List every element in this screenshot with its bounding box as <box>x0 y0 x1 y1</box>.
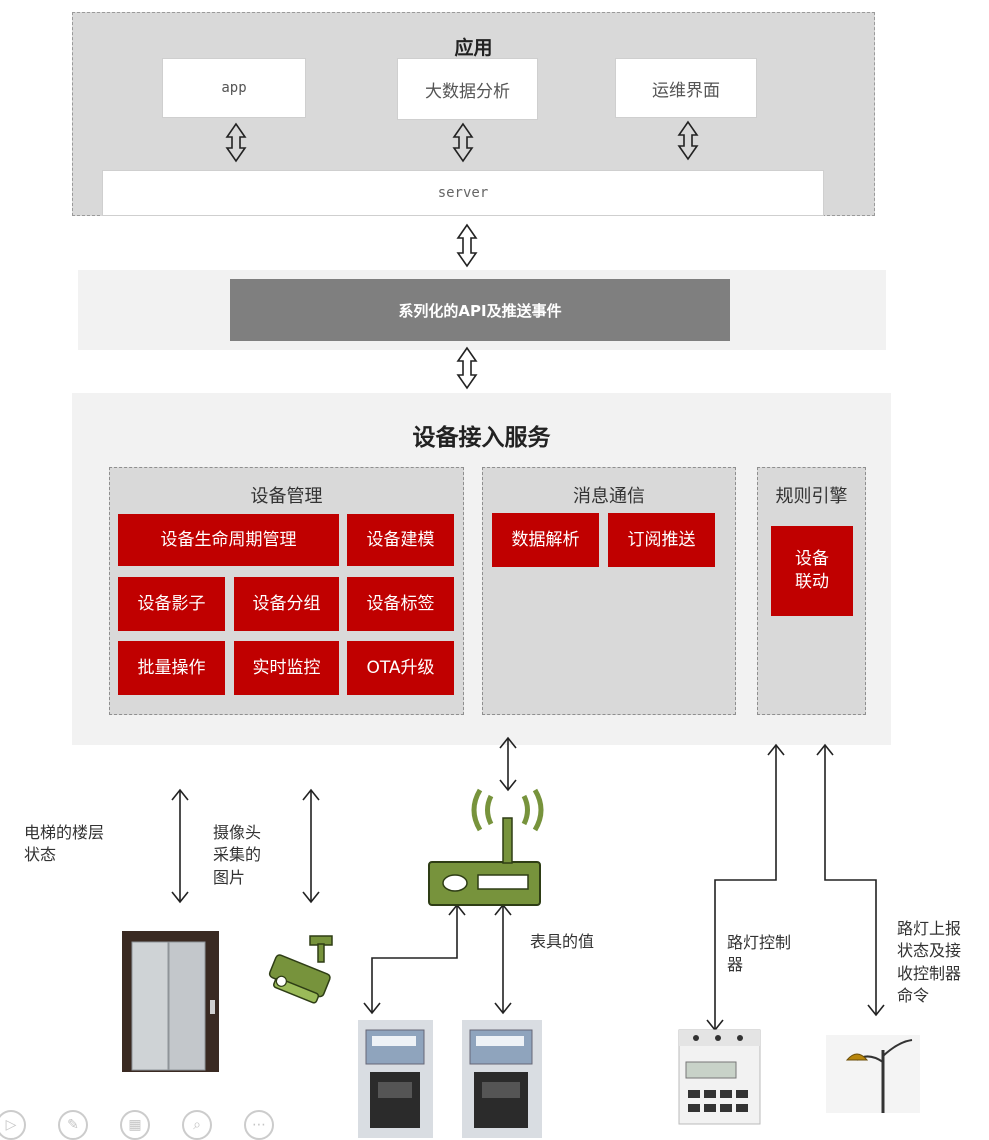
camera-label: 摄像头 采集的 图片 <box>213 823 262 887</box>
bidirectional-arrow-icon <box>456 223 478 268</box>
more-icon[interactable]: ⋯ <box>244 1110 274 1140</box>
street-lamp-icon <box>826 1035 920 1113</box>
meter-label: 表具的值 <box>530 932 595 951</box>
realtime-monitor-tag: 实时监控 <box>234 641 339 695</box>
rule-engine-title: 规则引擎 <box>775 486 848 507</box>
elevator-arrow <box>171 788 189 904</box>
device-group-tag: 设备分组 <box>234 577 339 631</box>
bidirectional-arrow-icon <box>456 346 478 390</box>
streetlight-label: 路灯上报 状态及接 收控制器 命令 <box>897 919 962 1006</box>
bidirectional-arrow-icon <box>225 122 247 163</box>
zoom-icon[interactable]: ⌕ <box>182 1110 212 1140</box>
bigdata-box: 大数据分析 <box>397 58 538 120</box>
api-events-bar: 系列化的API及推送事件 <box>230 279 730 341</box>
subscribe-push-tag: 订阅推送 <box>608 513 715 567</box>
slides-icon[interactable]: ▦ <box>120 1110 150 1140</box>
router-arrow <box>499 736 517 792</box>
meter1-arrow <box>363 903 466 1015</box>
server-box: server <box>102 170 824 216</box>
batch-operation-tag: 批量操作 <box>118 641 225 695</box>
ota-upgrade-tag: OTA升级 <box>347 641 454 695</box>
meter2-arrow <box>494 903 512 1015</box>
device-label-tag: 设备标签 <box>347 577 454 631</box>
timer-controller-icon <box>678 1029 761 1125</box>
router-icon <box>428 788 544 906</box>
device-modeling-tag: 设备建模 <box>347 514 454 566</box>
device-shadow-tag: 设备影子 <box>118 577 225 631</box>
meter-icon <box>358 1020 433 1138</box>
camera-icon <box>268 935 333 1004</box>
bidirectional-arrow-icon <box>677 120 699 161</box>
meter-icon <box>462 1020 542 1138</box>
camera-arrow <box>302 788 320 904</box>
application-layer-title: 应用 <box>454 37 493 59</box>
pen-icon[interactable]: ✎ <box>58 1110 88 1140</box>
app-box: app <box>162 58 306 118</box>
lifecycle-mgmt-tag: 设备生命周期管理 <box>118 514 339 566</box>
messaging-panel: 消息通信 <box>482 467 736 715</box>
elevator-label: 电梯的楼层 状态 <box>24 823 105 865</box>
data-parse-tag: 数据解析 <box>492 513 599 567</box>
ops-ui-box: 运维界面 <box>615 58 757 118</box>
controller-arrow <box>706 743 785 1032</box>
messaging-title: 消息通信 <box>573 486 645 507</box>
streetlight-arrow <box>816 743 885 1017</box>
bidirectional-arrow-icon <box>452 122 474 163</box>
elevator-icon <box>122 931 219 1072</box>
device-access-service-title: 设备接入服务 <box>412 425 551 451</box>
controller-label: 路灯控制 器 <box>727 933 792 975</box>
device-management-title: 设备管理 <box>250 486 323 507</box>
device-linkage-tag: 设备 联动 <box>771 526 853 616</box>
